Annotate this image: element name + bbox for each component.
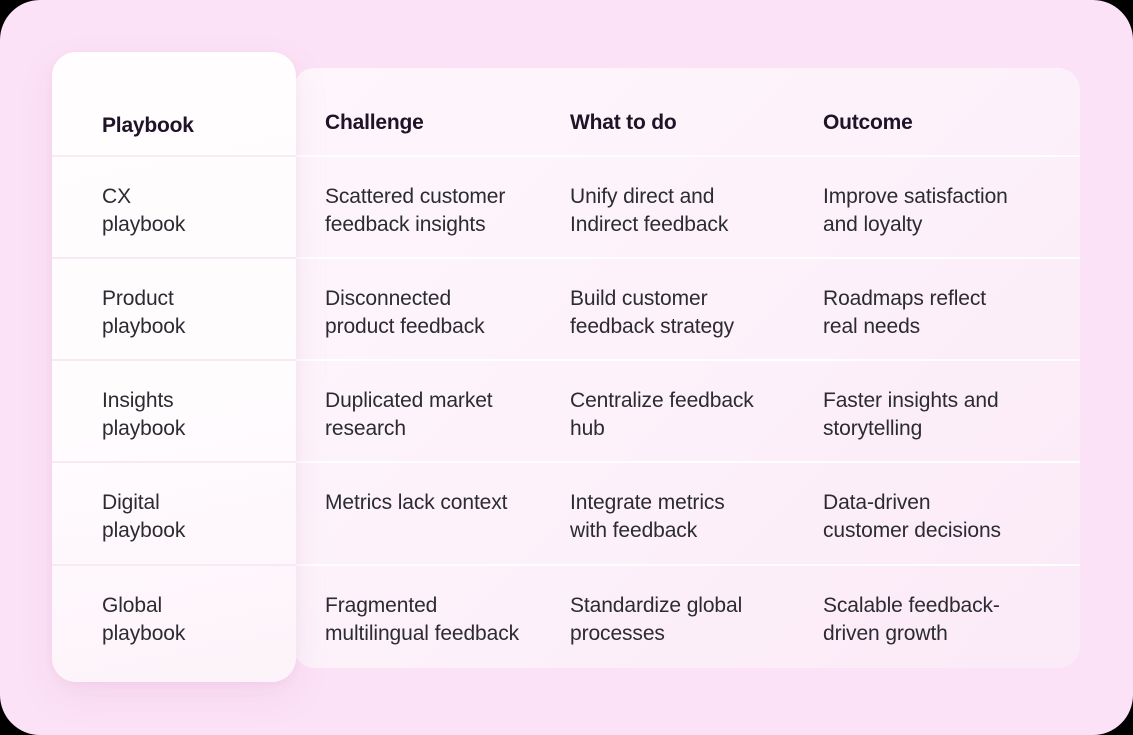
column-header-playbook: Playbook — [102, 114, 194, 137]
row-divider — [293, 359, 1080, 361]
cell-challenge: Metrics lack context — [325, 491, 508, 514]
playbook-column-card: Playbook CX playbook Product playbook In… — [52, 52, 296, 682]
cell-playbook: Insights playbook — [102, 389, 186, 440]
column-header-challenge: Challenge — [325, 111, 424, 134]
cell-what-to-do: Centralize feedback hub — [570, 389, 754, 440]
cell-playbook: CX playbook — [102, 185, 186, 236]
row-divider — [52, 359, 296, 361]
cell-outcome: Data-driven customer decisions — [823, 491, 1001, 542]
cell-challenge: Scattered customer feedback insights — [325, 185, 506, 236]
cell-outcome: Faster insights and storytelling — [823, 389, 999, 440]
cell-what-to-do: Build customer feedback strategy — [570, 287, 735, 338]
table-row: Duplicated market research Centralize fe… — [293, 359, 1080, 461]
row-divider — [52, 257, 296, 259]
cell-what-to-do: Unify direct and Indirect feedback — [570, 185, 729, 236]
cell-playbook: Digital playbook — [102, 491, 186, 542]
comparison-table-card: Challenge What to do Outcome Scattered c… — [293, 68, 1080, 668]
table-row: Disconnected product feedback Build cust… — [293, 257, 1080, 359]
row-divider — [293, 564, 1080, 566]
table-row: Fragmented multilingual feedback Standar… — [293, 564, 1080, 668]
row-divider — [52, 461, 296, 463]
table-header-row: Challenge What to do Outcome — [293, 68, 1080, 155]
cell-challenge: Disconnected product feedback — [325, 287, 485, 338]
column-header-outcome: Outcome — [823, 111, 913, 134]
cell-outcome: Roadmaps reflect real needs — [823, 287, 986, 338]
row-divider — [293, 461, 1080, 463]
cell-what-to-do: Standardize global processes — [570, 594, 743, 645]
row-divider — [52, 155, 296, 157]
cell-challenge: Duplicated market research — [325, 389, 493, 440]
cell-what-to-do: Integrate metrics with feedback — [570, 491, 725, 542]
cell-challenge: Fragmented multilingual feedback — [325, 594, 520, 645]
cell-outcome: Improve satisfaction and loyalty — [823, 185, 1008, 236]
row-divider — [52, 564, 296, 566]
row-divider — [293, 257, 1080, 259]
row-divider — [293, 155, 1080, 157]
table-row: Metrics lack context Integrate metrics w… — [293, 461, 1080, 564]
cell-playbook: Global playbook — [102, 594, 186, 645]
table-row: Scattered customer feedback insights Uni… — [293, 155, 1080, 257]
column-header-what-to-do: What to do — [570, 111, 677, 134]
cell-outcome: Scalable feedback- driven growth — [823, 594, 1000, 645]
cell-playbook: Product playbook — [102, 287, 186, 338]
